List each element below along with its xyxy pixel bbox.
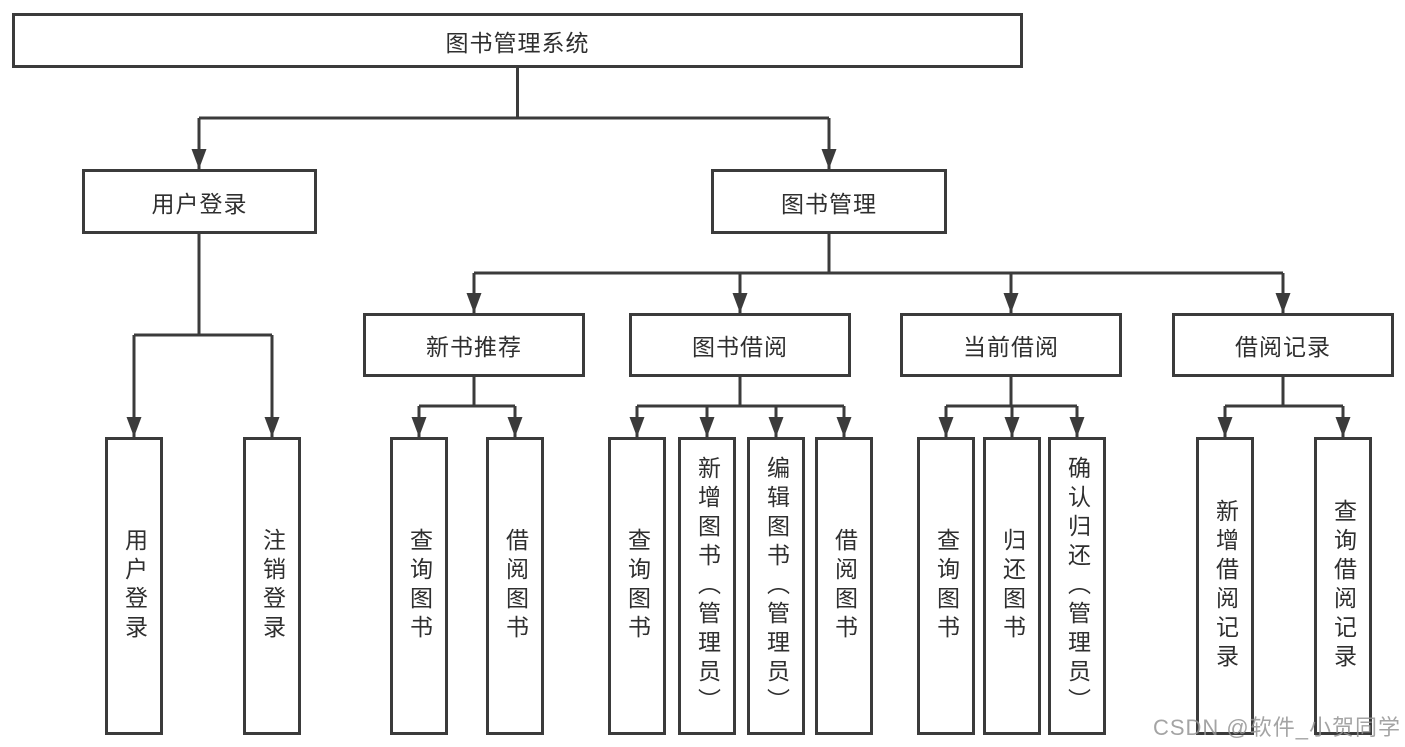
node-leaf-query-books-new: 查询图书 (390, 437, 448, 735)
node-leaf-add-borrow-record: 新增借阅记录 (1196, 437, 1254, 735)
node-current-borrow: 当前借阅 (900, 313, 1122, 377)
node-root-label: 图书管理系统 (445, 29, 590, 56)
node-new-books-label: 新书推荐 (426, 334, 522, 360)
node-leaf-return-books-label: 归还图书 (999, 528, 1026, 644)
node-leaf-confirm-return-admin-label: 确认归还（管理员） (1064, 455, 1091, 717)
node-leaf-logout: 注销登录 (243, 437, 301, 735)
node-user-login-label: 用户登录 (151, 190, 248, 217)
csdn-watermark: CSDN @软件_小贺同学 (1152, 715, 1401, 740)
node-leaf-user-login-label: 用户登录 (121, 528, 148, 644)
node-leaf-query-borrow-record: 查询借阅记录 (1314, 437, 1372, 735)
node-borrow-records: 借阅记录 (1172, 313, 1394, 377)
node-leaf-query-books-current: 查询图书 (917, 437, 975, 735)
node-leaf-add-borrow-record-label: 新增借阅记录 (1212, 499, 1239, 673)
node-user-login: 用户登录 (82, 169, 317, 234)
node-leaf-borrow-books-new-label: 借阅图书 (502, 528, 529, 644)
node-leaf-borrow-books-label: 借阅图书 (831, 528, 858, 644)
node-book-management-label: 图书管理 (781, 190, 877, 217)
node-leaf-borrow-books-new: 借阅图书 (486, 437, 544, 735)
node-leaf-query-borrow-record-label: 查询借阅记录 (1330, 499, 1357, 673)
node-leaf-query-books-borrow-label: 查询图书 (624, 528, 651, 644)
connector-paths (132, 68, 1345, 437)
node-leaf-user-login: 用户登录 (105, 437, 163, 735)
node-leaf-confirm-return-admin: 确认归还（管理员） (1048, 437, 1106, 735)
node-leaf-borrow-books: 借阅图书 (815, 437, 873, 735)
node-leaf-add-books-admin-label: 新增图书（管理员） (694, 455, 721, 717)
node-leaf-edit-books-admin-label: 编辑图书（管理员） (763, 455, 790, 717)
node-leaf-add-books-admin: 新增图书（管理员） (678, 437, 736, 735)
node-leaf-query-books-new-label: 查询图书 (406, 528, 433, 644)
arrowheads (126, 149, 1351, 437)
node-borrow-records-label: 借阅记录 (1235, 334, 1331, 360)
node-book-borrow: 图书借阅 (629, 313, 851, 377)
node-leaf-edit-books-admin: 编辑图书（管理员） (747, 437, 805, 735)
node-book-management: 图书管理 (711, 169, 947, 234)
node-leaf-logout-label: 注销登录 (259, 528, 286, 644)
node-leaf-query-books-borrow: 查询图书 (608, 437, 666, 735)
node-leaf-query-books-current-label: 查询图书 (933, 528, 960, 644)
node-new-books: 新书推荐 (363, 313, 585, 377)
node-leaf-return-books: 归还图书 (983, 437, 1041, 735)
node-book-borrow-label: 图书借阅 (692, 334, 788, 360)
node-current-borrow-label: 当前借阅 (963, 334, 1059, 360)
node-root: 图书管理系统 (12, 13, 1023, 68)
